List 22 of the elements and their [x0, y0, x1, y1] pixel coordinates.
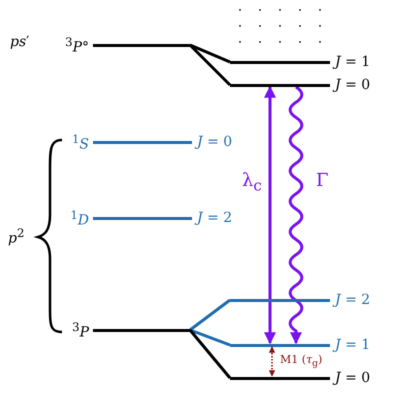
energy-level: $^{3}$P°: [65, 35, 190, 55]
edge-label: Γ: [316, 170, 328, 191]
splitting-line: [188, 329, 232, 379]
energy-level: $^{1}$S J = 0: [65, 132, 232, 152]
transition-arrow: [268, 346, 276, 377]
energy-level: $^{3}$P: [65, 320, 190, 340]
energy-level: $^{1}$D J = 2: [65, 208, 232, 228]
splitting-line: [189, 44, 231, 64]
edge-label: M1 (τ$_{g}$): [280, 353, 322, 370]
energy-level: J = 1: [230, 335, 370, 355]
wavy-arrow: [288, 86, 304, 344]
energy-level: J = 2: [230, 290, 370, 310]
edge-label: λ$_{c}$: [242, 170, 262, 195]
configuration-label: p$^{2}$: [8, 226, 24, 247]
energy-level: J = 0: [230, 368, 370, 388]
splitting-line: [189, 328, 231, 346]
configuration-label: ps′: [10, 34, 30, 50]
transition-arrow: [264, 86, 276, 344]
energy-level: J = 0: [230, 75, 370, 95]
splitting-line: [188, 44, 232, 86]
splitting-line: [189, 298, 231, 332]
energy-level: J = 1: [230, 52, 370, 72]
